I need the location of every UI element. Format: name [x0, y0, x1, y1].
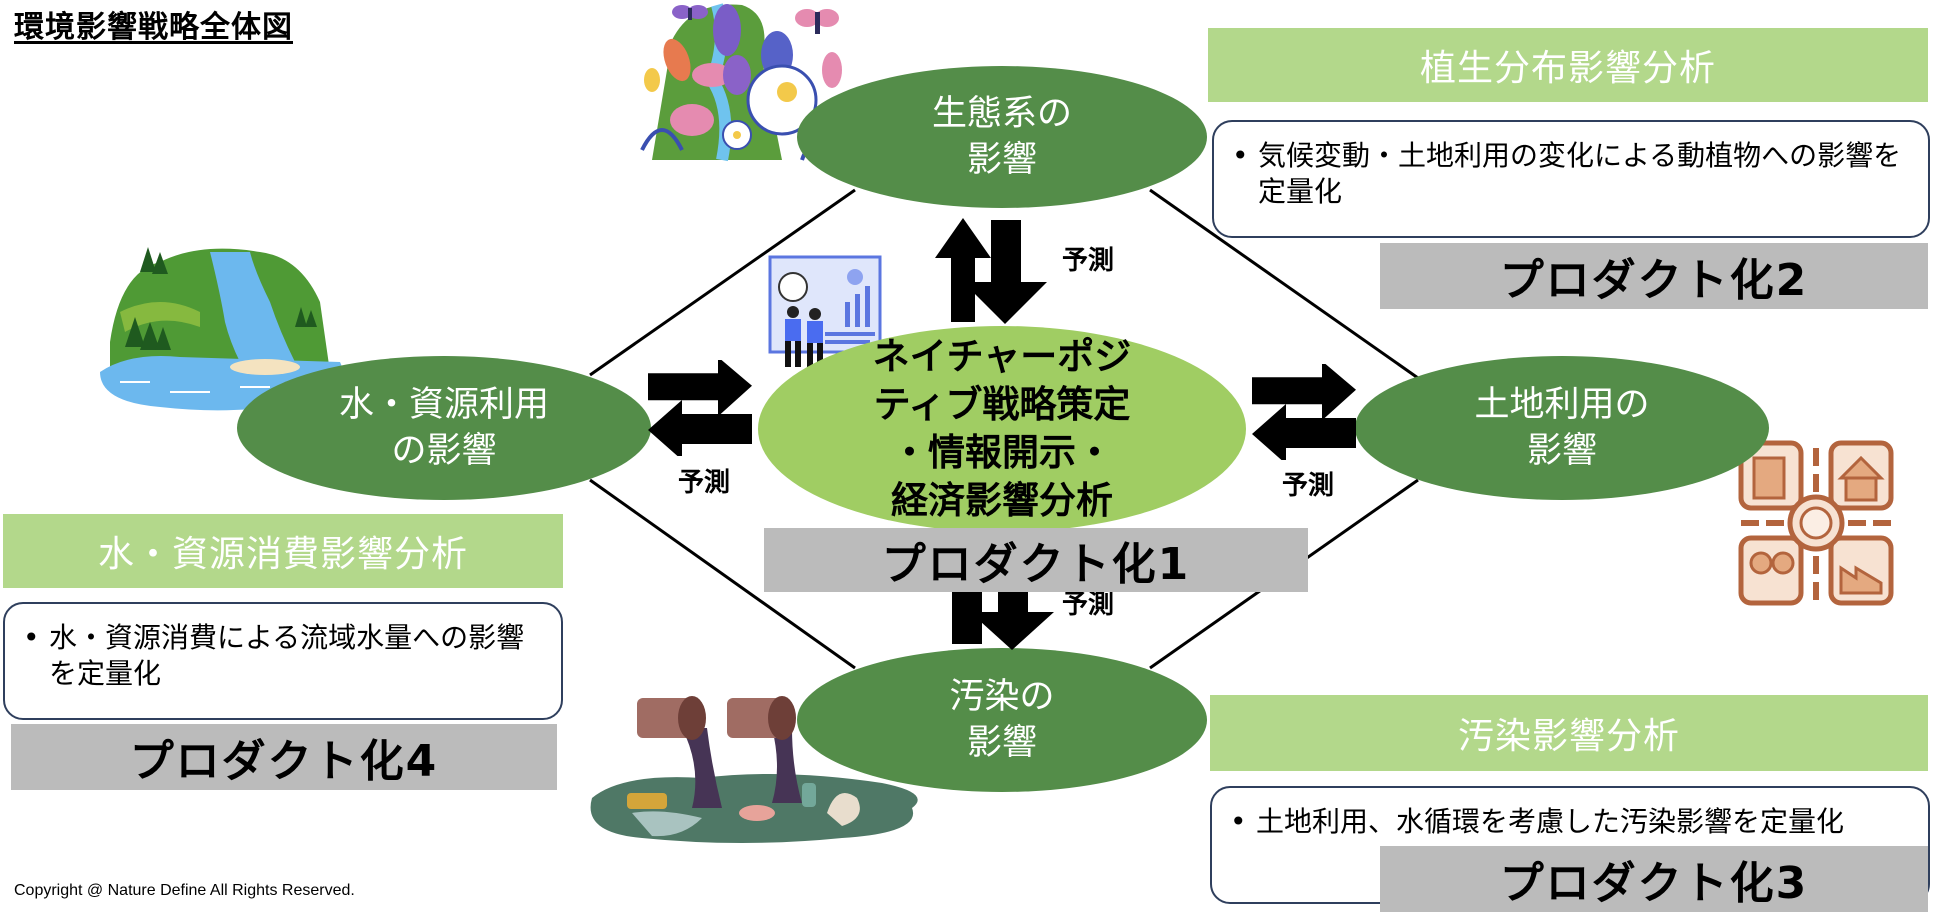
polluted-pipes-illustration [590, 696, 918, 843]
pollution-impact-node: 汚染の 影響 [797, 648, 1207, 792]
product-3-label: プロダクト化3 [1380, 846, 1928, 912]
land-impact-node: 土地利用の 影響 [1355, 356, 1769, 500]
business-analysis-illustration [768, 255, 882, 367]
product-1-label: プロダクト化1 [764, 528, 1308, 592]
vegetation-analysis-header: 植生分布影響分析 [1208, 28, 1928, 102]
arrow-down-icon [970, 592, 1054, 650]
pollution-analysis-description: 土地利用、水循環を考慮した汚染影響を定量化 [1256, 805, 1845, 838]
bullet-icon: • [1232, 139, 1249, 172]
product-4-label: プロダクト化4 [11, 724, 557, 790]
pollution-analysis-header: 汚染影響分析 [1210, 695, 1928, 771]
flowers-butterflies-illustration [640, 3, 842, 162]
water-impact-label: 水・資源利用 の影響 [338, 385, 549, 471]
vertical-arrows-top [935, 218, 1047, 324]
center-strategy-label: ネイチャーポジ ティブ戦略策定 ・情報開示・ 経済影響分析 [872, 335, 1132, 522]
arrow-up-icon [935, 218, 991, 322]
arrow-right-icon [648, 360, 752, 417]
arrow-down-icon [963, 220, 1047, 324]
water-analysis-description: 水・資源消費による流域水量への影響を定量化 [49, 621, 525, 690]
connector-line-ecosystem-land [1149, 188, 1419, 380]
prediction-label-bottom: 予測 [1062, 590, 1115, 620]
product-2-label: プロダクト化2 [1380, 243, 1928, 309]
land-impact-label: 土地利用の 影響 [1474, 385, 1650, 471]
vegetation-analysis-description: 気候変動・土地利用の変化による動植物への影響を定量化 [1258, 139, 1902, 208]
copyright-notice: Copyright @ Nature Define All Rights Res… [14, 882, 355, 899]
arrow-right-icon [1252, 364, 1356, 421]
ecosystem-impact-node: 生態系の 影響 [797, 66, 1207, 208]
vegetation-analysis-description-box: • 気候変動・土地利用の変化による動植物への影響を定量化 [1212, 120, 1930, 238]
water-analysis-header: 水・資源消費影響分析 [3, 514, 563, 588]
land-use-map-icon [1738, 440, 1894, 606]
connector-line-water-pollution [589, 478, 856, 670]
ecosystem-impact-label: 生態系の 影響 [931, 94, 1072, 180]
horizontal-arrows-right [1252, 364, 1356, 460]
prediction-label-top: 予測 [1062, 246, 1115, 276]
water-analysis-description-box: • 水・資源消費による流域水量への影響を定量化 [3, 602, 563, 720]
bullet-icon: • [23, 621, 40, 654]
prediction-label-left: 予測 [678, 468, 731, 498]
connector-line-water-ecosystem [589, 188, 856, 377]
bullet-icon: • [1230, 805, 1247, 838]
prediction-label-right: 予測 [1282, 471, 1335, 501]
vertical-arrows-bottom [952, 592, 1054, 650]
center-strategy-node: ネイチャーポジ ティブ戦略策定 ・情報開示・ 経済影響分析 [758, 326, 1246, 532]
pollution-impact-label: 汚染の 影響 [949, 677, 1055, 763]
arrow-left-icon [1252, 404, 1356, 460]
water-impact-node: 水・資源利用 の影響 [237, 356, 651, 500]
arrow-left-icon [648, 400, 752, 456]
horizontal-arrows-left [648, 360, 752, 456]
page-title: 環境影響戦略全体図 [14, 10, 293, 45]
